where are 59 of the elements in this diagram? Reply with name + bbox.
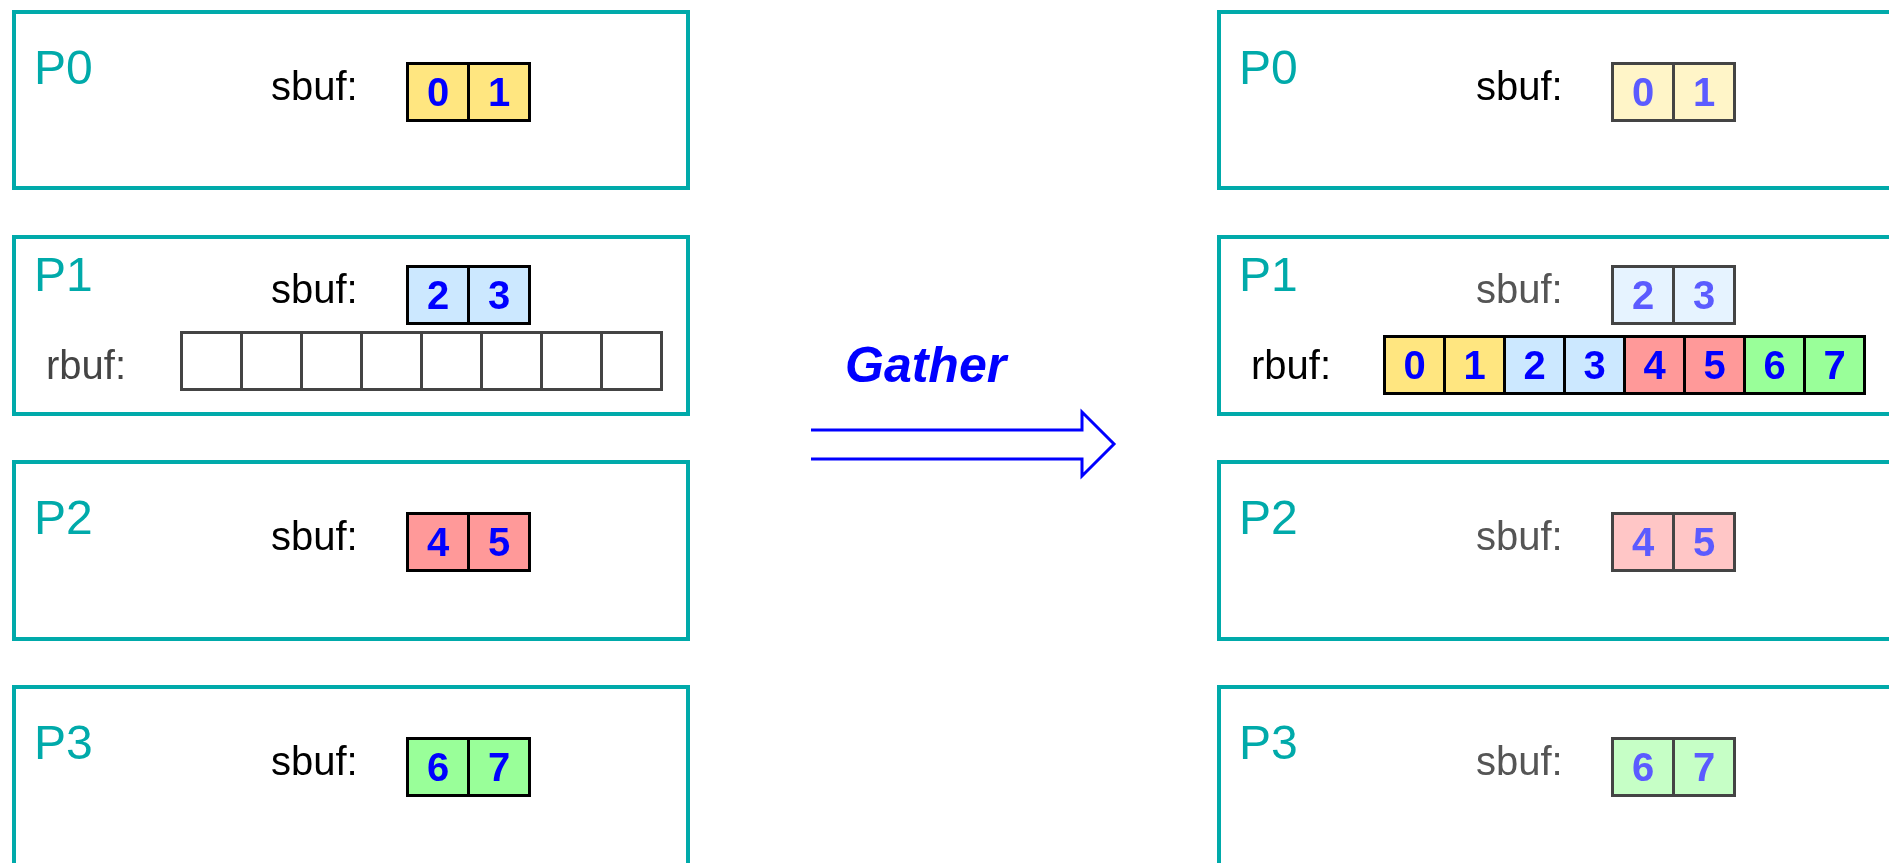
process-label: P0: [1239, 44, 1298, 92]
buffer-label: sbuf:: [271, 741, 358, 781]
process-box: [1217, 10, 1889, 190]
process-box: [12, 10, 690, 190]
buffer-label: sbuf:: [271, 516, 358, 556]
buffer-cell: 1: [467, 62, 531, 122]
buffer-label: sbuf:: [1476, 741, 1563, 781]
buffer-cell: [180, 331, 243, 391]
process-label: P2: [34, 494, 93, 542]
process-box: [12, 685, 690, 863]
buffer-cell: 4: [1623, 335, 1686, 395]
buffer-cell: 2: [1611, 265, 1675, 325]
buffer-label: sbuf:: [1476, 66, 1563, 106]
buffer-cell: 3: [1563, 335, 1626, 395]
buffer-cell: 0: [1611, 62, 1675, 122]
process-box: [1217, 685, 1889, 863]
process-box: [1217, 235, 1889, 416]
buffer-label: sbuf:: [1476, 516, 1563, 556]
buffer-cell: [360, 331, 423, 391]
buffer-cell: [420, 331, 483, 391]
buffer-cell: [240, 331, 303, 391]
process-label: P0: [34, 44, 93, 92]
buffer-cell: 4: [1611, 512, 1675, 572]
buffer-cell: 3: [1672, 265, 1736, 325]
operation-label: Gather: [845, 340, 1007, 390]
process-label: P1: [34, 251, 93, 299]
process-label: P3: [1239, 719, 1298, 767]
buffer-cell: 6: [406, 737, 470, 797]
buffer-cell: [480, 331, 543, 391]
process-label: P1: [1239, 251, 1298, 299]
buffer-cell: 7: [1803, 335, 1866, 395]
buffer-cell: [540, 331, 603, 391]
process-label: P2: [1239, 494, 1298, 542]
buffer-cell: 1: [1443, 335, 1506, 395]
buffer-cell: 1: [1672, 62, 1736, 122]
buffer-cell: 4: [406, 512, 470, 572]
buffer-cell: 6: [1611, 737, 1675, 797]
process-box: [12, 460, 690, 641]
buffer-label: rbuf:: [1251, 345, 1332, 385]
buffer-cell: 6: [1743, 335, 1806, 395]
buffer-cell: 5: [1683, 335, 1746, 395]
buffer-cell: 0: [1383, 335, 1446, 395]
buffer-cell: 5: [1672, 512, 1736, 572]
buffer-cell: [300, 331, 363, 391]
buffer-cell: [600, 331, 663, 391]
buffer-label: sbuf:: [1476, 269, 1563, 309]
buffer-cell: 7: [467, 737, 531, 797]
buffer-cell: 7: [1672, 737, 1736, 797]
buffer-cell: 2: [1503, 335, 1566, 395]
buffer-label: sbuf:: [271, 269, 358, 309]
process-label: P3: [34, 719, 93, 767]
buffer-cell: 3: [467, 265, 531, 325]
buffer-cell: 0: [406, 62, 470, 122]
buffer-label: rbuf:: [46, 345, 127, 385]
process-box: [1217, 460, 1889, 641]
process-box: [12, 235, 690, 416]
buffer-cell: 2: [406, 265, 470, 325]
buffer-label: sbuf:: [271, 66, 358, 106]
buffer-cell: 5: [467, 512, 531, 572]
